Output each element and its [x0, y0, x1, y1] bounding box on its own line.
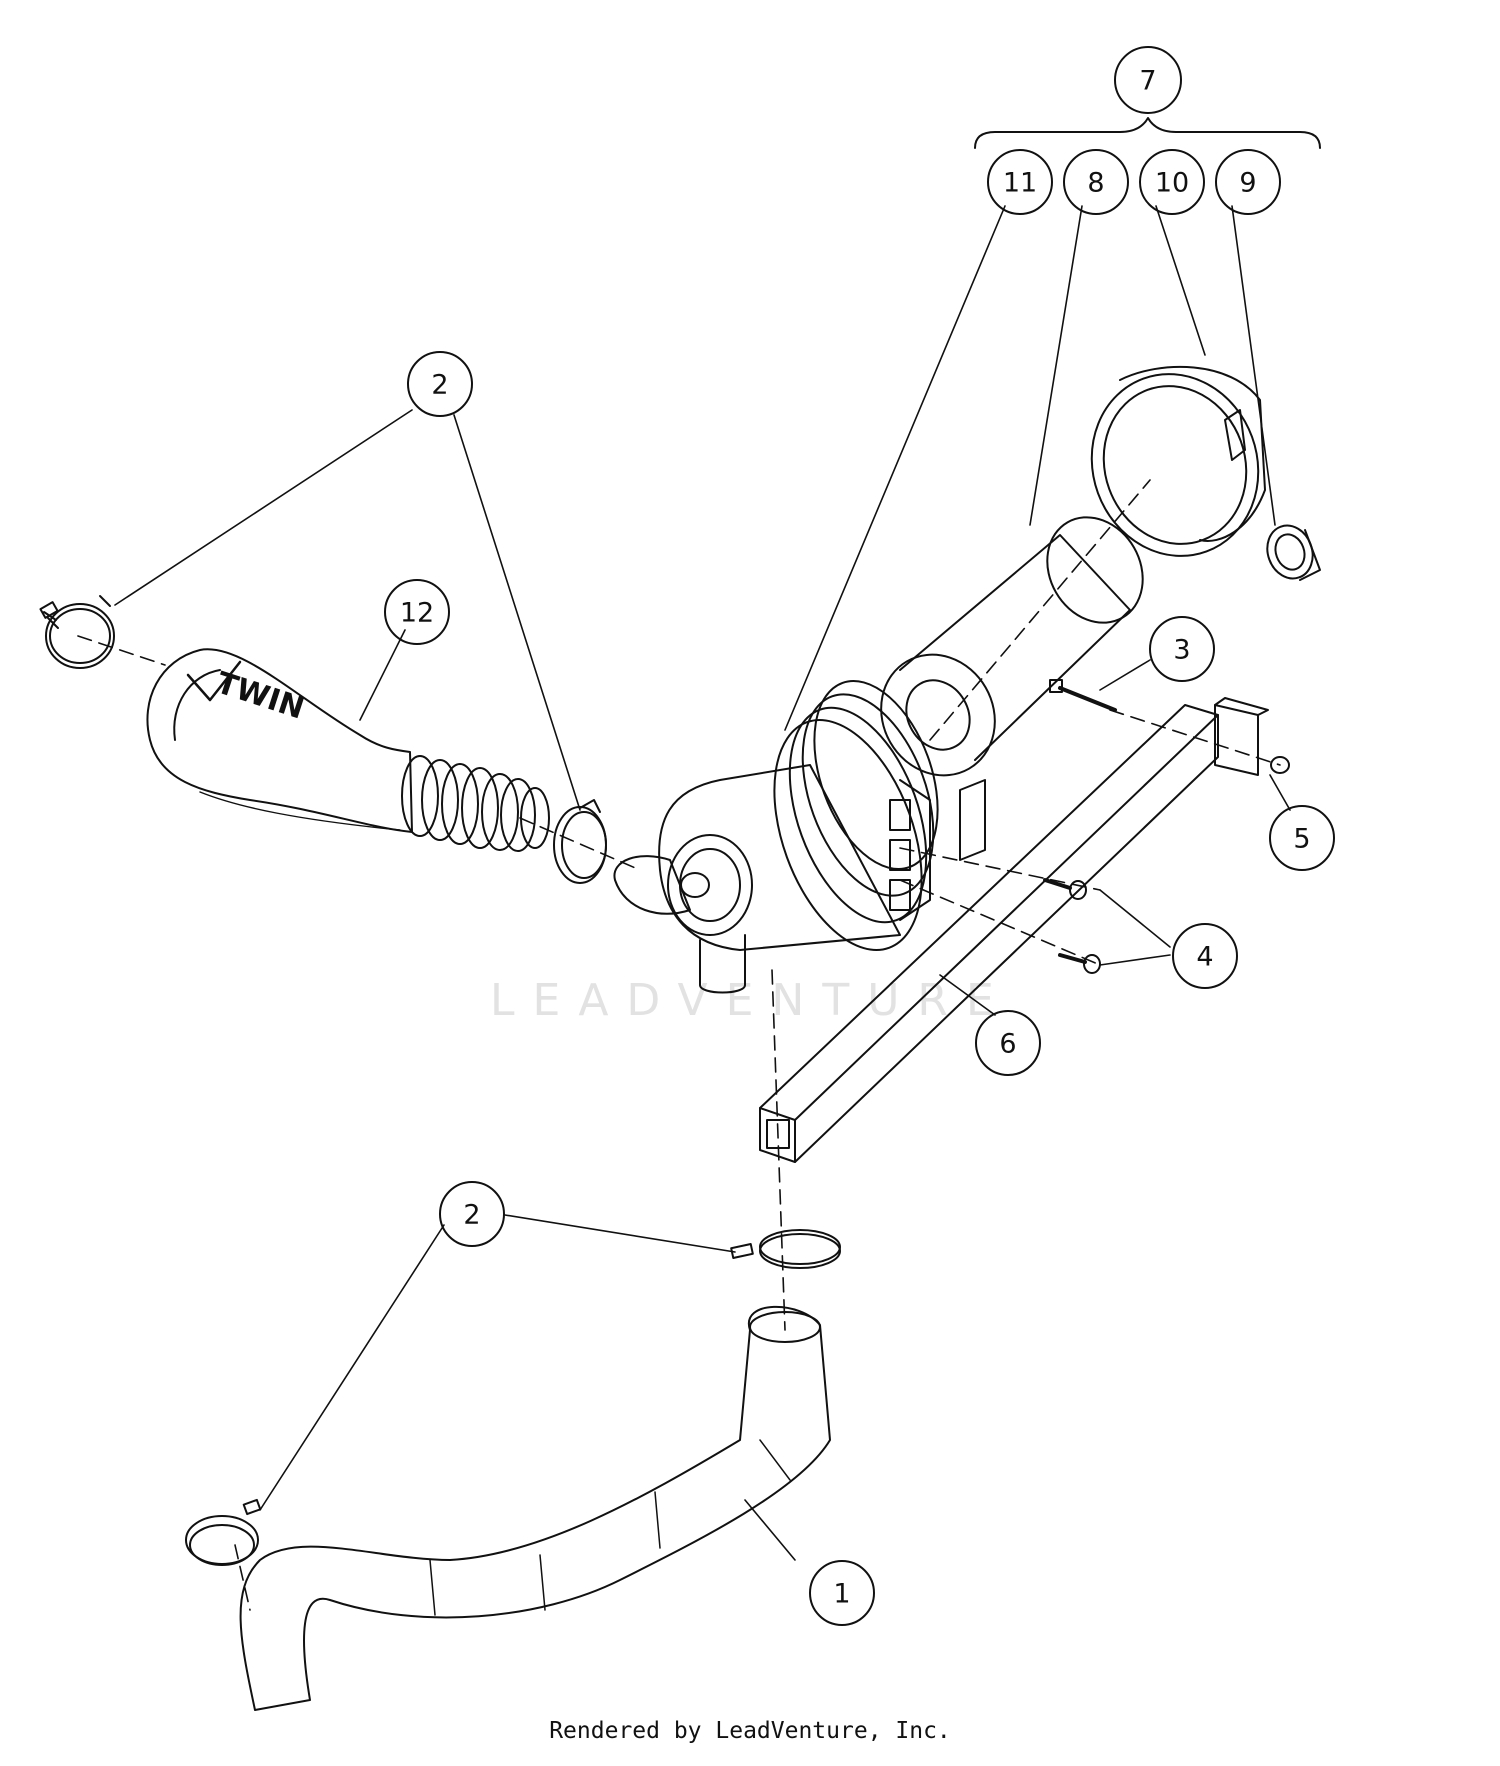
callout-3: 3 [1173, 635, 1190, 666]
hose-clamp-lower-left [185, 1498, 262, 1566]
callout-8: 8 [1087, 168, 1104, 199]
air-cleaner-housing [613, 680, 939, 994]
long-bolt [1049, 679, 1117, 712]
air-cleaner-cover [1090, 365, 1266, 557]
callout-2-lower: 2 [463, 1200, 480, 1231]
watermark: LEADVENTURE [490, 975, 1012, 1026]
callout-12: 12 [400, 598, 434, 629]
hose-clamp-duct [553, 799, 607, 884]
hose-clamp-lower-center [730, 1229, 841, 1269]
render-credit: Rendered by LeadVenture, Inc. [549, 1718, 951, 1744]
lower-air-hose [239, 1305, 831, 1711]
callout-2-upper: 2 [431, 370, 448, 401]
callout-4: 4 [1196, 942, 1213, 973]
callout-11: 11 [1003, 168, 1037, 199]
callout-6: 6 [999, 1029, 1016, 1060]
callout-7: 7 [1139, 66, 1156, 97]
hose-clamp-upper-left [39, 595, 115, 669]
callout-5: 5 [1293, 824, 1310, 855]
bracket-plate [1214, 697, 1269, 776]
hex-bolt-upper [1043, 878, 1087, 900]
assembly-centerlines [77, 479, 1281, 1611]
duct-bellows [401, 755, 550, 852]
primary-filter-element [880, 516, 1144, 777]
mounting-bracket-tube [759, 704, 1219, 1163]
hex-bolt-lower [1058, 953, 1101, 974]
callout-10: 10 [1155, 168, 1189, 199]
kit-bracket [974, 117, 1321, 149]
callout-1: 1 [833, 1579, 850, 1610]
hex-nut [1270, 756, 1290, 774]
twin-logo-text: TWIN [212, 666, 308, 727]
callout-9: 9 [1239, 168, 1256, 199]
intake-duct: TWIN [146, 648, 413, 833]
leader-lines [114, 205, 1291, 1561]
vacuator-valve [1266, 524, 1321, 581]
callout-circles [384, 46, 1335, 1626]
